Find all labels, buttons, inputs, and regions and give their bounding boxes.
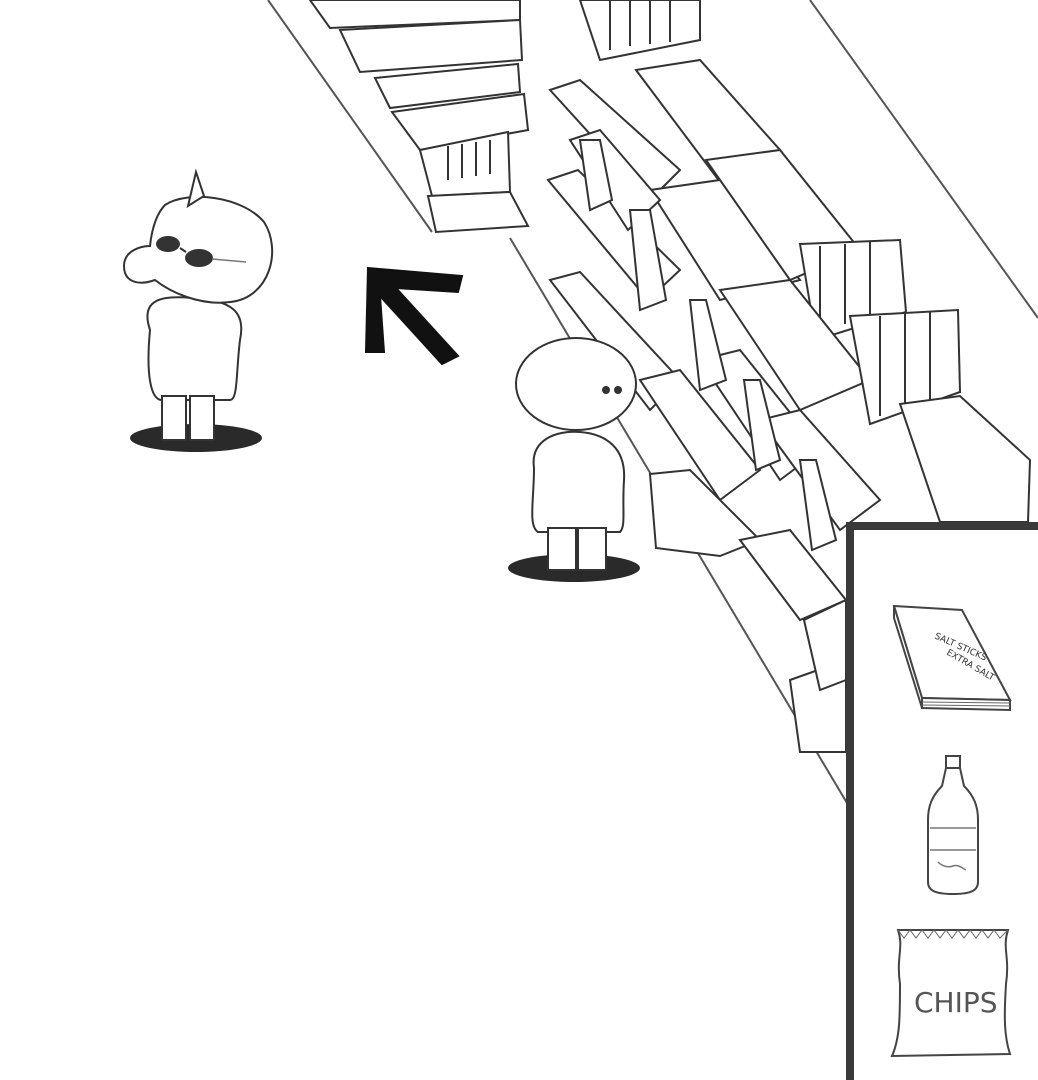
npc-body xyxy=(146,296,243,401)
back-wall-edge xyxy=(809,0,1038,319)
chips-label: CHIPS xyxy=(914,986,998,1019)
sunglasses-left-lens-icon xyxy=(156,236,180,252)
upper-shelf-edge xyxy=(267,0,433,233)
player-left-leg xyxy=(547,527,577,571)
npc-left-leg xyxy=(161,395,187,441)
player-body xyxy=(531,430,626,533)
inventory-slot-chips-bag[interactable]: CHIPS xyxy=(854,920,1038,1070)
player-head xyxy=(515,337,637,431)
player-character[interactable] xyxy=(508,337,640,582)
inventory-slot-salt-sticks[interactable]: SALT STICKS EXTRA SALT xyxy=(854,566,1038,716)
npc-right-leg xyxy=(189,395,215,441)
salt-sticks-box-icon: SALT STICKS EXTRA SALT xyxy=(892,604,1012,712)
direction-arrow-up-left-icon xyxy=(364,266,464,366)
inventory-slot-soda-bottle[interactable] xyxy=(854,750,1038,900)
chips-bag-icon: CHIPS xyxy=(890,929,1012,1058)
npc-sunglasses-character[interactable] xyxy=(122,168,274,452)
sunglasses-right-lens-icon xyxy=(185,249,213,267)
inventory-panel: SALT STICKS EXTRA SALT CHIPS xyxy=(846,522,1038,1080)
soda-bottle-icon xyxy=(927,755,979,896)
upper-shelf-unit xyxy=(308,0,530,234)
player-right-leg xyxy=(577,527,607,571)
player-eye-left-icon xyxy=(602,386,610,394)
npc-head-tuft xyxy=(186,168,206,209)
player-eye-right-icon xyxy=(614,386,622,394)
right-shelf-unit xyxy=(546,0,1032,753)
